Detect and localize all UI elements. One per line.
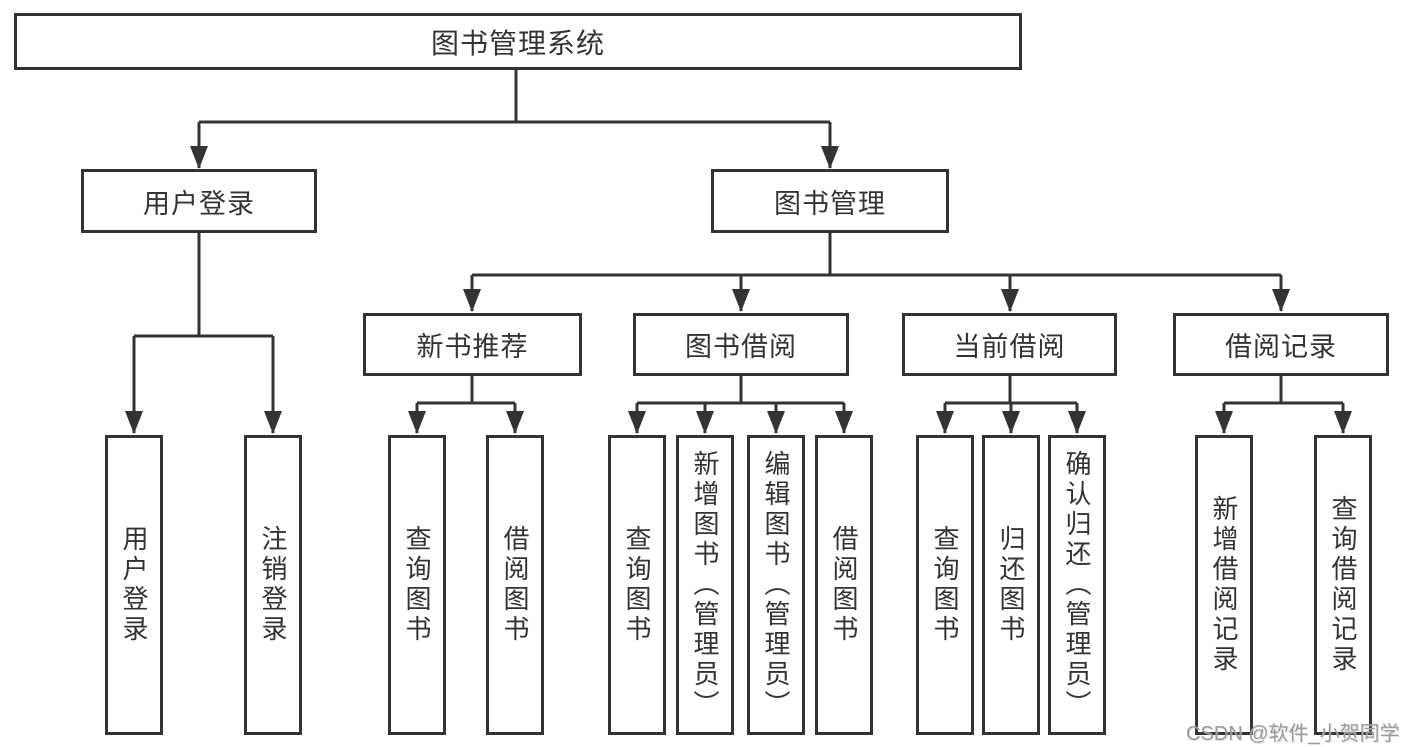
leaf-logout-label: 注销登录 bbox=[258, 525, 288, 645]
leaf-query-books-1: 查询图书 bbox=[388, 435, 446, 735]
leaf-return-book: 归还图书 bbox=[982, 435, 1040, 735]
leaf-query-borrow-record-label: 查询借阅记录 bbox=[1328, 495, 1358, 675]
leaf-add-borrow-record-label: 新增借阅记录 bbox=[1209, 495, 1239, 675]
leaf-query-books-2: 查询图书 bbox=[608, 435, 666, 735]
connector-borrow-records-children bbox=[1224, 375, 1343, 405]
node-root: 图书管理系统 bbox=[14, 13, 1022, 70]
leaf-borrow-books-1: 借阅图书 bbox=[486, 435, 544, 735]
connector-book-borrow-children bbox=[637, 375, 844, 405]
leaf-add-borrow-record: 新增借阅记录 bbox=[1195, 435, 1253, 735]
node-current-borrow: 当前借阅 bbox=[902, 313, 1117, 376]
connector-user-login-children bbox=[134, 232, 273, 338]
node-new-book-recommend: 新书推荐 bbox=[363, 313, 582, 376]
leaf-query-books-3: 查询图书 bbox=[916, 435, 974, 735]
leaf-borrow-books-2: 借阅图书 bbox=[815, 435, 873, 735]
leaf-edit-book-admin-label: 编辑图书（管理员） bbox=[761, 450, 791, 720]
leaf-confirm-return-admin-label: 确认归还（管理员） bbox=[1062, 450, 1092, 720]
node-borrow-records-label: 借阅记录 bbox=[1225, 332, 1337, 362]
node-book-borrow-label: 图书借阅 bbox=[685, 332, 797, 362]
connector-root-level2 bbox=[199, 69, 830, 124]
node-user-login: 用户登录 bbox=[81, 169, 317, 233]
node-book-borrow: 图书借阅 bbox=[633, 313, 849, 376]
node-current-borrow-label: 当前借阅 bbox=[953, 332, 1066, 362]
leaf-query-borrow-record: 查询借阅记录 bbox=[1314, 435, 1372, 735]
watermark: CSDN @软件_小贺同学 bbox=[1186, 723, 1400, 745]
node-book-management-label: 图书管理 bbox=[774, 188, 886, 219]
leaf-edit-book-admin: 编辑图书（管理员） bbox=[747, 435, 805, 735]
node-user-login-label: 用户登录 bbox=[143, 188, 255, 219]
node-root-label: 图书管理系统 bbox=[430, 27, 605, 59]
leaf-return-book-label: 归还图书 bbox=[996, 525, 1026, 645]
leaf-add-book-admin: 新增图书（管理员） bbox=[676, 435, 734, 735]
connector-book-management-children bbox=[472, 232, 1281, 277]
connector-new-book-children bbox=[417, 375, 515, 405]
node-borrow-records: 借阅记录 bbox=[1173, 313, 1389, 376]
leaf-query-books-2-label: 查询图书 bbox=[622, 525, 652, 645]
leaf-borrow-books-1-label: 借阅图书 bbox=[500, 525, 530, 645]
leaf-borrow-books-2-label: 借阅图书 bbox=[829, 525, 859, 645]
leaf-user-login: 用户登录 bbox=[105, 435, 163, 735]
leaf-user-login-label: 用户登录 bbox=[119, 525, 149, 645]
leaf-query-books-3-label: 查询图书 bbox=[930, 525, 960, 645]
leaf-logout: 注销登录 bbox=[244, 435, 302, 735]
leaf-confirm-return-admin: 确认归还（管理员） bbox=[1048, 435, 1106, 735]
leaf-query-books-1-label: 查询图书 bbox=[402, 525, 432, 645]
node-book-management: 图书管理 bbox=[711, 169, 949, 233]
connector-current-borrow-children bbox=[945, 375, 1077, 405]
leaf-add-book-admin-label: 新增图书（管理员） bbox=[690, 450, 720, 720]
node-new-book-recommend-label: 新书推荐 bbox=[416, 332, 529, 362]
